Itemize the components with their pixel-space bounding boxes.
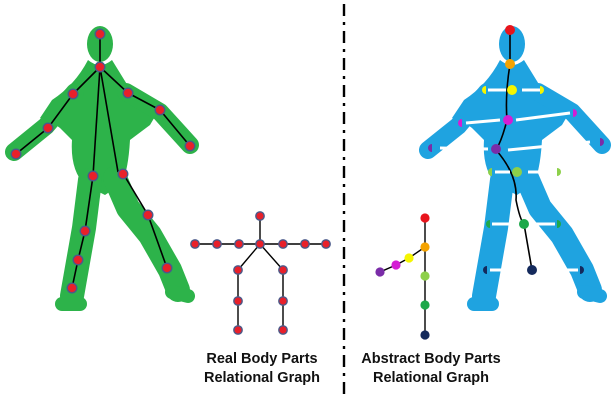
joint-left-hand bbox=[11, 149, 21, 159]
real-relational-graph-edges bbox=[195, 216, 326, 330]
abstract-node-belly bbox=[491, 144, 501, 154]
abstract-relational-graph-edges bbox=[380, 218, 425, 335]
abstract-caption-line1: Abstract Body Parts bbox=[352, 350, 510, 369]
joint-right-hand bbox=[185, 141, 195, 151]
joint-left-shoulder bbox=[68, 89, 78, 99]
abstract-graph-caption: Abstract Body Parts Relational Graph bbox=[352, 350, 510, 388]
joint-left-hip bbox=[88, 171, 98, 181]
joint-left-elbow bbox=[43, 123, 53, 133]
abstract-node-feet bbox=[527, 265, 537, 275]
abstract-node-head bbox=[505, 25, 515, 35]
joint-right-knee bbox=[143, 210, 153, 220]
joint-left-ankle bbox=[67, 283, 77, 293]
joint-neck bbox=[95, 62, 105, 72]
joint-left-knee bbox=[80, 226, 90, 236]
joint-left-ankle-upper bbox=[73, 255, 83, 265]
abstract-caption-line2: Relational Graph bbox=[352, 369, 510, 388]
joint-right-shoulder bbox=[123, 88, 133, 98]
abstract-node-knees bbox=[519, 219, 529, 229]
real-graph-caption: Real Body Parts Relational Graph bbox=[178, 350, 346, 388]
joint-right-elbow bbox=[155, 105, 165, 115]
abstract-body-silhouette bbox=[428, 26, 602, 304]
abstract-node-shoulders bbox=[507, 85, 517, 95]
real-caption-line2: Relational Graph bbox=[178, 369, 346, 388]
abstract-relational-graph-nodes bbox=[375, 213, 429, 339]
abstract-node-chest bbox=[503, 115, 513, 125]
real-caption-line1: Real Body Parts bbox=[178, 350, 346, 369]
abstract-node-neck bbox=[505, 59, 515, 69]
joint-head bbox=[95, 29, 105, 39]
joint-right-ankle bbox=[162, 263, 172, 273]
joint-right-hip bbox=[118, 169, 128, 179]
abstract-node-hips bbox=[512, 167, 522, 177]
